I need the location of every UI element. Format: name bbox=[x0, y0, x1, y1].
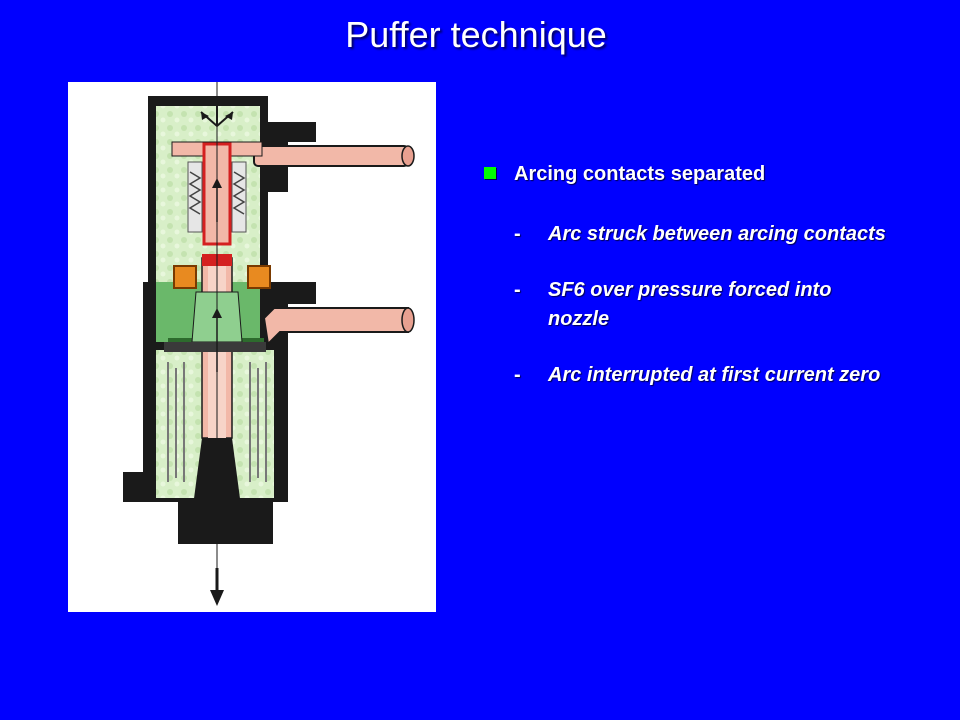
slide-content: Arcing contacts separated - Arc struck b… bbox=[484, 160, 924, 417]
main-bullet-text: Arcing contacts separated bbox=[514, 163, 766, 185]
sub-bullet-item: - Arc interrupted at first current zero bbox=[484, 361, 924, 390]
dash-marker: - bbox=[514, 364, 521, 386]
upper-terminal bbox=[253, 145, 409, 167]
main-bullet: Arcing contacts separated bbox=[484, 160, 924, 188]
dash-marker: - bbox=[514, 223, 521, 245]
circuit-breaker-diagram bbox=[68, 82, 436, 612]
puffer-breaker-illustration bbox=[123, 82, 415, 606]
sub-bullet-text: SF6 over pressure forced into nozzle bbox=[548, 279, 832, 330]
movement-arrow-icon bbox=[210, 590, 224, 606]
piston bbox=[164, 342, 266, 352]
square-bullet-icon bbox=[484, 167, 496, 179]
slide-title: Puffer technique bbox=[345, 14, 607, 55]
sub-bullet-item: - SF6 over pressure forced into nozzle bbox=[484, 276, 924, 334]
finger-contact-right bbox=[247, 265, 271, 289]
finger-contact-left bbox=[173, 265, 197, 289]
sub-bullet-text: Arc struck between arcing contacts bbox=[548, 223, 886, 245]
sub-bullet-list: - Arc struck between arcing contacts - S… bbox=[484, 220, 924, 390]
sub-bullet-item: - Arc struck between arcing contacts bbox=[484, 220, 924, 249]
dash-marker: - bbox=[514, 279, 521, 301]
sub-bullet-text: Arc interrupted at first current zero bbox=[548, 364, 881, 386]
